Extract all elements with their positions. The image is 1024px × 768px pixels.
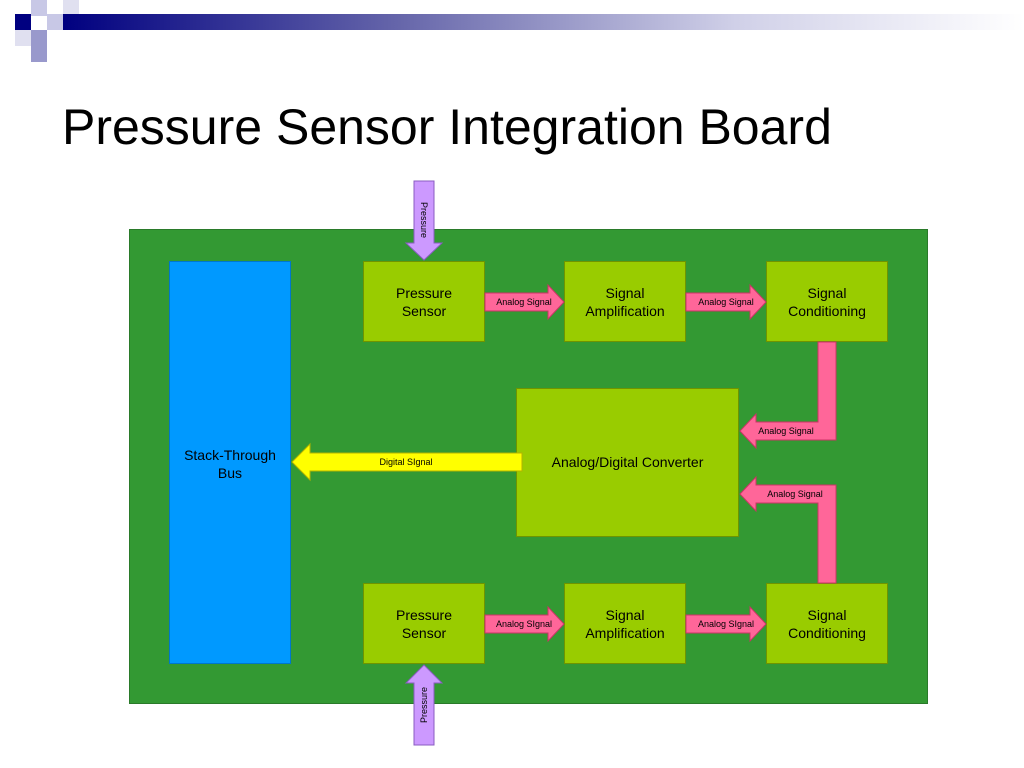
analog-arrow-top-sensor-amp xyxy=(484,283,565,321)
deco-square xyxy=(15,14,31,30)
slide-title: Pressure Sensor Integration Board xyxy=(62,99,832,155)
analog-label-top-cond-adc: Analog Signal xyxy=(758,426,814,436)
signal-conditioning-top: Signal Conditioning xyxy=(766,261,888,342)
pressure-arrow-bottom xyxy=(404,664,444,746)
digital-arrow-adc-bus xyxy=(291,442,523,482)
deco-square xyxy=(31,0,47,16)
analog-arrow-top-amp-cond xyxy=(685,283,767,321)
analog-label-top-amp-cond: Analog Signal xyxy=(698,297,754,307)
corner-decoration xyxy=(0,0,80,62)
analog-label-bottom-amp-cond: Analog SIgnal xyxy=(697,619,755,629)
pressure-sensor-top: Pressure Sensor xyxy=(363,261,485,342)
analog-label-bottom-sensor-amp: Analog SIgnal xyxy=(495,619,553,629)
signal-conditioning-bottom: Signal Conditioning xyxy=(766,583,888,664)
pressure-sensor-bottom: Pressure Sensor xyxy=(363,583,485,664)
pressure-label-top: Pressure xyxy=(419,201,429,239)
analog-arrow-bottom-sensor-amp xyxy=(484,605,565,643)
signal-amplification-top: Signal Amplification xyxy=(564,261,686,342)
header-gradient-bar xyxy=(63,14,1024,30)
deco-square xyxy=(47,14,63,30)
deco-square xyxy=(31,30,47,46)
signal-amplification-bottom: Signal Amplification xyxy=(564,583,686,664)
stack-through-bus: Stack-Through Bus xyxy=(169,261,291,664)
analog-arrow-top-cond-adc xyxy=(739,341,837,450)
pressure-arrow-top xyxy=(404,180,444,261)
deco-square xyxy=(63,0,79,16)
analog-label-bottom-cond-adc: Analog Signal xyxy=(767,489,823,499)
analog-arrow-bottom-cond-adc xyxy=(739,475,837,584)
deco-square xyxy=(31,46,47,62)
analog-arrow-bottom-amp-cond xyxy=(685,605,767,643)
deco-square xyxy=(15,30,31,46)
analog-digital-converter: Analog/Digital Converter xyxy=(516,388,739,537)
digital-label-adc-bus: Digital SIgnal xyxy=(379,457,433,467)
analog-label-top-sensor-amp: Analog Signal xyxy=(496,297,552,307)
pressure-label-bottom: Pressure xyxy=(419,686,429,724)
